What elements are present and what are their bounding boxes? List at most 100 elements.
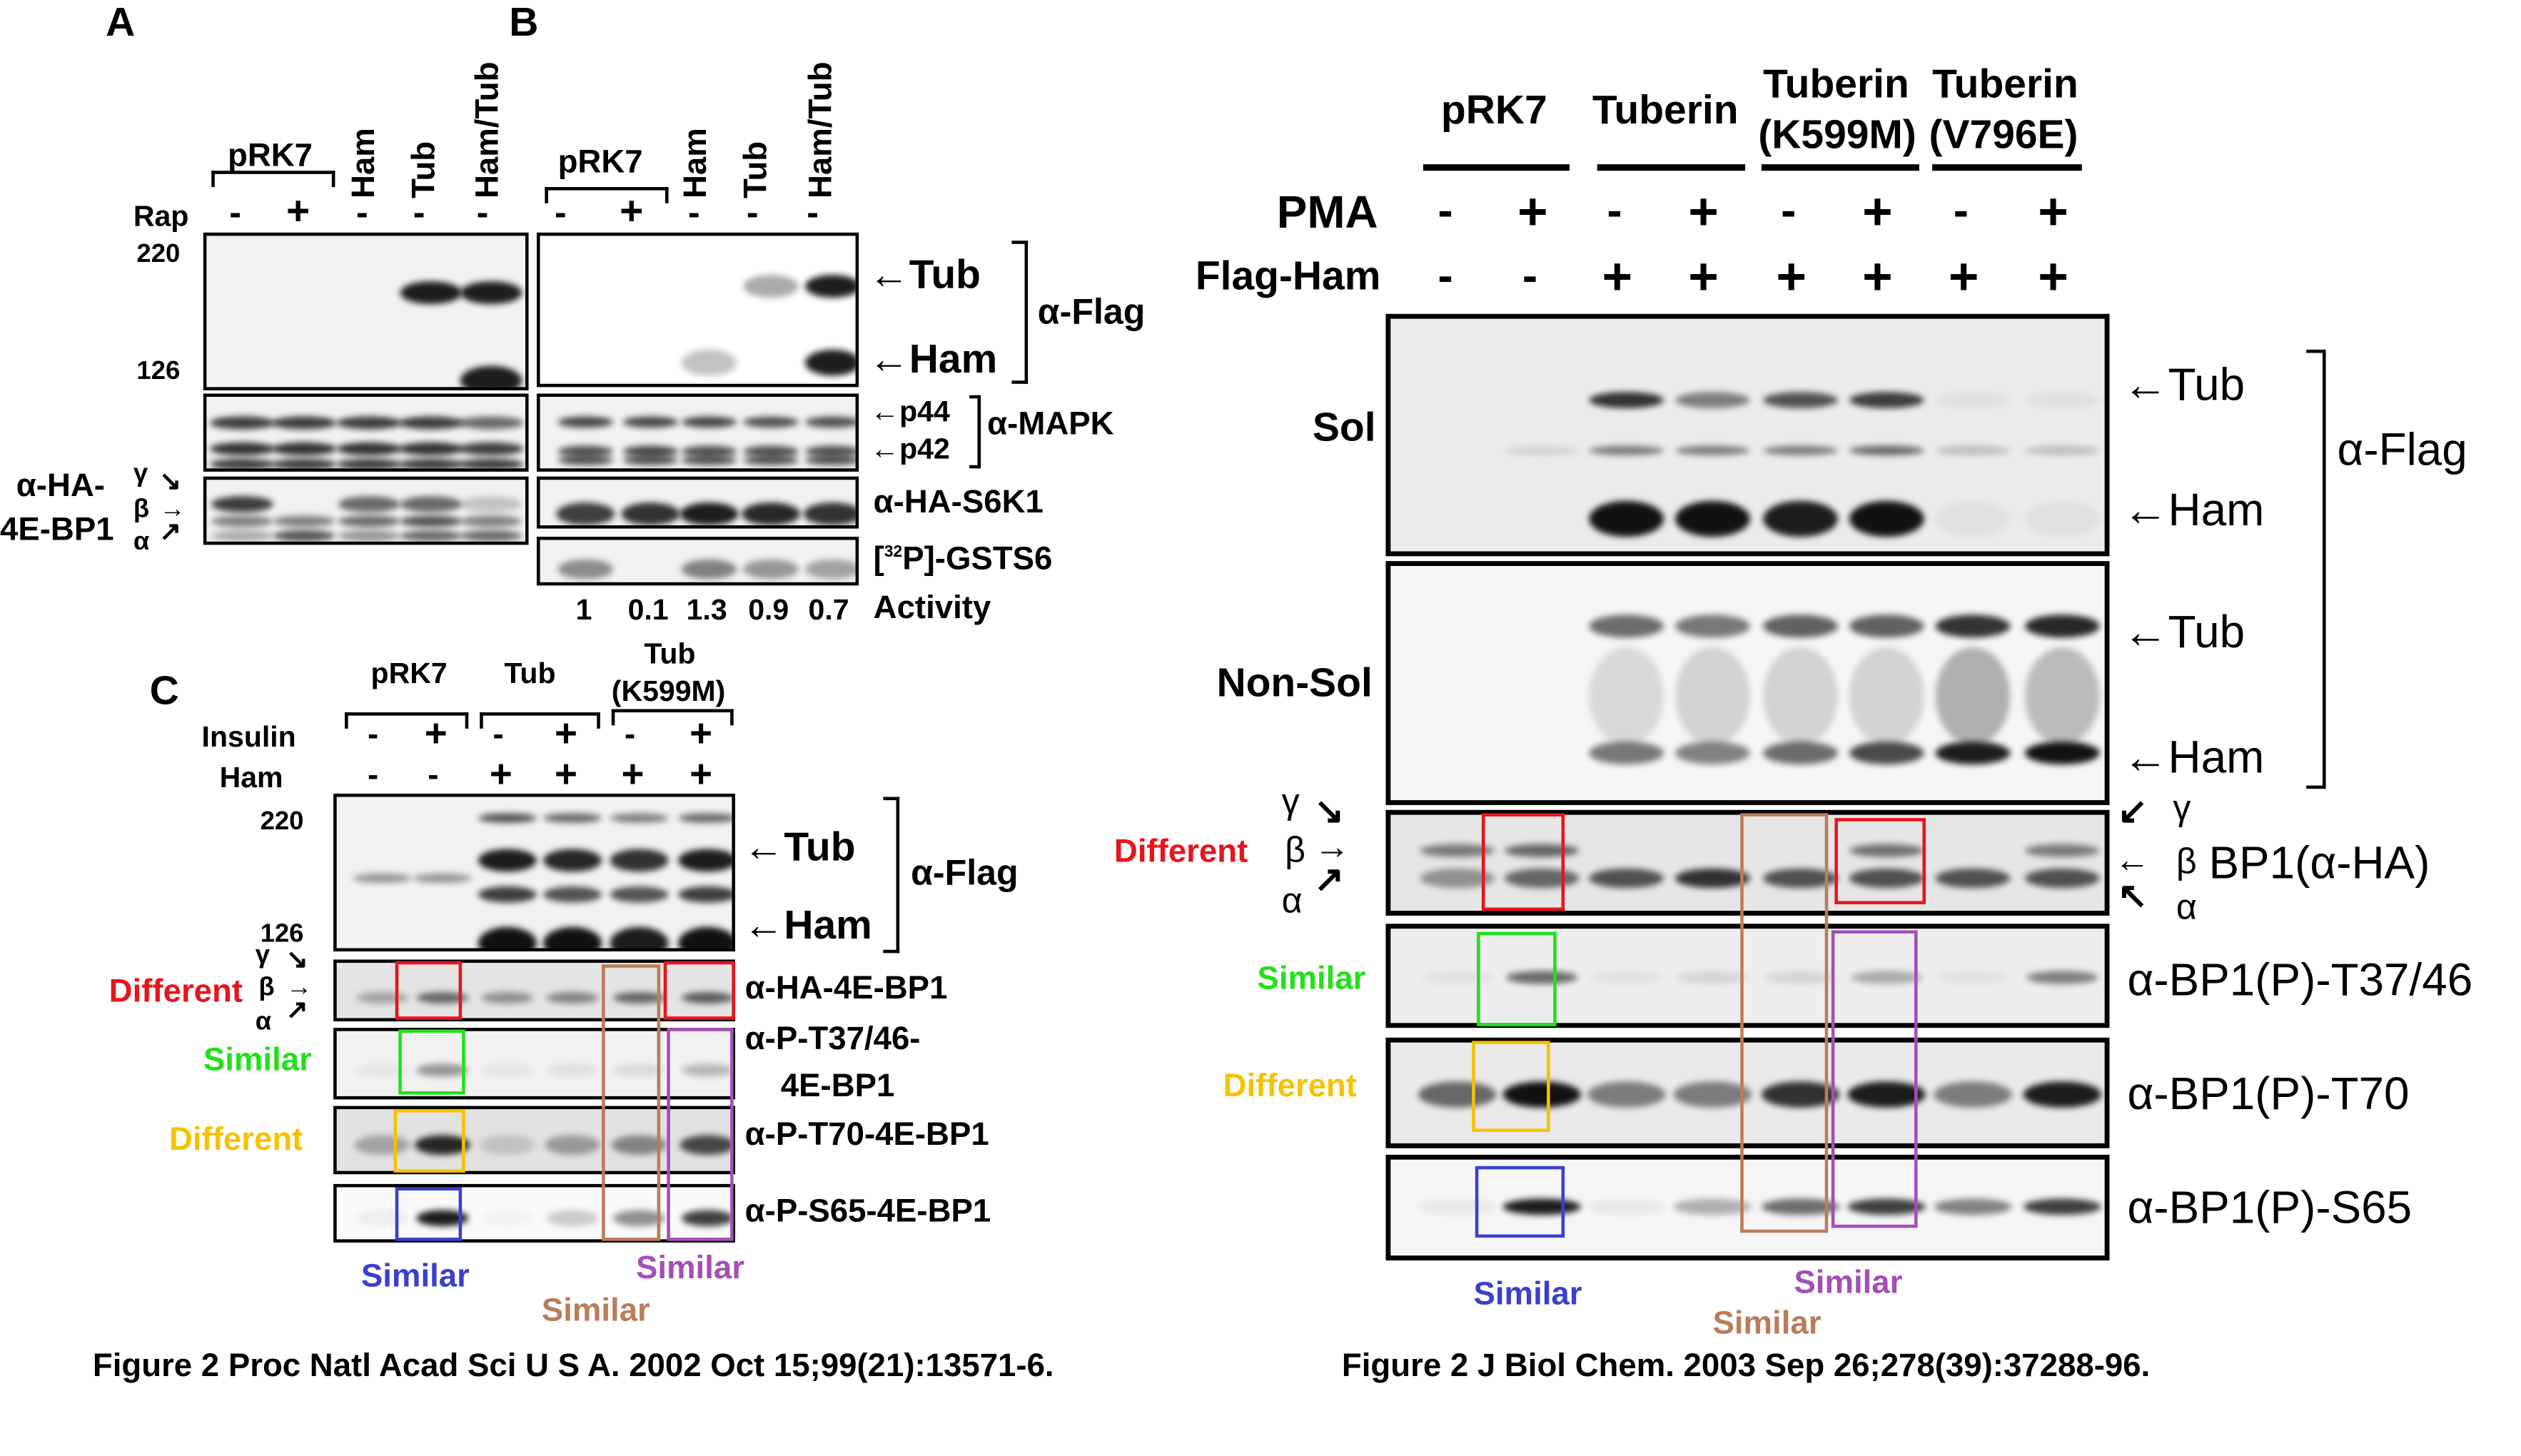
blot-band <box>398 458 464 469</box>
panel-b-letter: B <box>509 0 539 46</box>
blot-band <box>1589 615 1664 638</box>
flag-bracket <box>2306 349 2326 789</box>
blot-band <box>1761 1198 1840 1215</box>
blot-band <box>1673 1081 1752 1108</box>
blot-band <box>400 496 463 512</box>
blot-band <box>804 416 856 428</box>
arrow-icon: → <box>1314 826 1350 867</box>
group-tuberin-k599m: Tuberin <box>1763 61 1909 108</box>
blot-band <box>804 275 856 298</box>
greek-gamma: γ <box>255 941 271 970</box>
blot-band <box>546 1210 599 1227</box>
blot-band <box>1935 868 2011 889</box>
label-gsts6: [32P]-GSTS6 <box>874 543 1053 576</box>
blot-band <box>556 502 615 526</box>
blot-band <box>1675 392 1750 408</box>
highlight-box-red <box>1834 818 1926 904</box>
sign: + <box>1602 247 1633 306</box>
annotation-similar: Similar <box>203 1042 312 1078</box>
blot-band <box>1849 392 1924 408</box>
sign: - <box>476 191 489 233</box>
blot-band <box>480 1135 535 1155</box>
blot-band <box>557 445 614 457</box>
arrow-icon: → <box>159 496 186 524</box>
blot-band <box>613 992 665 1003</box>
sign: - <box>1607 185 1622 236</box>
blot-band <box>1935 500 2011 537</box>
sign: + <box>1862 247 1893 306</box>
blot-band <box>2024 647 2100 745</box>
blot-band <box>1847 1198 1926 1215</box>
activity-value: 0.9 <box>748 593 789 627</box>
blot-band <box>1849 844 1924 857</box>
highlight-box-brown <box>1740 813 1829 1233</box>
blot-a-flag <box>203 232 529 390</box>
blot-band <box>613 1063 665 1077</box>
panel-a-left-label: α-HA- <box>16 468 106 505</box>
sign: + <box>621 753 645 797</box>
blot-band <box>416 1063 469 1077</box>
blot-band <box>1673 1198 1752 1215</box>
activity-label: Activity <box>873 590 991 627</box>
label-ham: ←Ham <box>868 336 998 383</box>
marker-126: 126 <box>260 920 304 949</box>
blot-band <box>458 416 524 430</box>
blot-band <box>1504 868 1580 889</box>
blot-band <box>678 813 732 824</box>
blot-b-gsts6 <box>536 536 859 586</box>
blot-band <box>2024 844 2100 857</box>
blot-band <box>1504 844 1580 857</box>
arrow-icon: ↗ <box>159 518 181 547</box>
sign: - <box>367 717 379 754</box>
blot-band <box>546 1063 599 1077</box>
row-label: α-P-S65-4E-BP1 <box>744 1193 991 1230</box>
group-prk7: pRK7 <box>1440 88 1547 133</box>
blot-band <box>400 281 463 305</box>
panel-b-col-tub: Tub <box>738 141 774 199</box>
blot-band <box>211 496 273 512</box>
blot-nonsol <box>1385 561 2110 805</box>
blot-band <box>557 455 614 465</box>
blot-band <box>2024 392 2100 408</box>
blot-t37 <box>1385 924 2110 1028</box>
sign: + <box>1948 247 1979 306</box>
panel-b-col-ham: Ham <box>678 128 714 199</box>
blot-band <box>481 992 534 1003</box>
blot-band <box>1587 1198 1666 1215</box>
blot-band <box>460 365 522 388</box>
blot-band <box>621 502 680 526</box>
greek-alpha: α <box>255 1008 272 1036</box>
blot-band <box>1589 647 1664 745</box>
text: P]-GSTS6 <box>902 541 1053 577</box>
blot-band <box>2024 445 2100 456</box>
blot-band <box>458 458 524 469</box>
sign: + <box>1517 182 1548 241</box>
blot-band <box>804 559 856 580</box>
blot-band <box>1763 445 1838 456</box>
blot-band <box>1936 971 2009 984</box>
blot-band <box>1587 1081 1666 1108</box>
panel-b-bracket <box>545 187 669 203</box>
blot-band <box>1506 971 1578 984</box>
greek-gamma: γ <box>133 460 148 488</box>
blot-b-flag <box>536 232 859 388</box>
blot-band <box>2026 971 2098 984</box>
highlight-box-red <box>663 961 735 1020</box>
blot-band <box>681 455 737 465</box>
highlight-box-yellow <box>1472 1041 1550 1132</box>
blot-band <box>416 992 469 1003</box>
marker-220: 220 <box>260 808 304 836</box>
label-s65: α-BP1(P)-S65 <box>2127 1182 2413 1233</box>
blot-a-4ebp1 <box>203 476 529 545</box>
blot-band <box>743 275 799 298</box>
blot-band <box>743 559 799 580</box>
blot-band <box>400 515 463 527</box>
annotation-similar: Similar <box>1257 961 1366 997</box>
label-t70: α-BP1(P)-T70 <box>2127 1068 2410 1119</box>
blot-band <box>804 445 856 457</box>
sign: - <box>687 191 700 233</box>
blot-band <box>1675 647 1750 745</box>
sign: - <box>555 191 567 233</box>
blot-band <box>1589 445 1664 456</box>
label-bp1: BP1(α-HA) <box>2208 837 2430 889</box>
